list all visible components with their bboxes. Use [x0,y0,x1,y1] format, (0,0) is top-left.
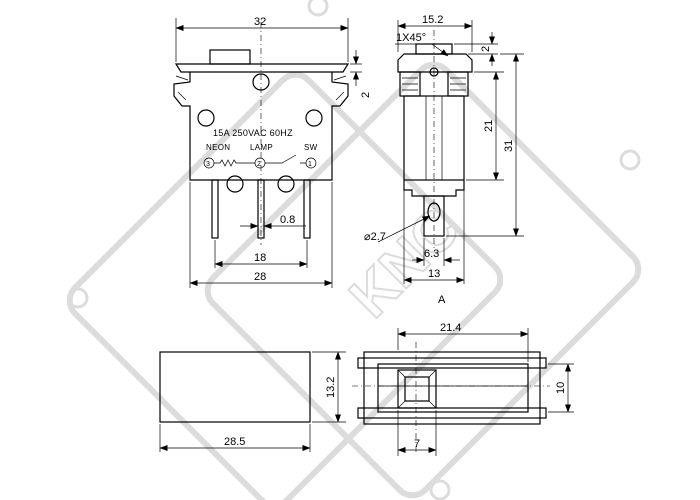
rating-label: 15A 250VAC 60HZ [213,128,293,138]
dim-right-height: 10 [555,382,567,394]
dim-front-width-top: 32 [254,16,266,28]
dim-left-length: 28.5 [224,436,245,448]
dim-front-height-offset: 2 [360,92,372,98]
terminal-lamp-label: LAMP [250,143,273,152]
terminal-lamp-number: 2 [257,161,261,168]
watermark: KNC [66,0,642,500]
bottom-right-view: 21.4 10 7 [352,322,574,456]
dim-side-width: 15.2 [422,14,443,26]
dim-side-height-total: 31 [503,140,515,152]
side-view: 15.2 1X45° 2 21 31 ⌀2.7 6.3 13 [364,14,524,306]
terminal-neon-number: 3 [206,161,210,168]
dim-chamfer: 1X45° [396,32,426,44]
dim-side-width-bottom: 13 [428,268,440,280]
dim-left-height: 13.2 [325,377,337,398]
dim-front-width-bottom: 28 [254,271,266,283]
dim-pin-width: 0.8 [280,214,295,226]
dim-hole-diameter: ⌀2.7 [364,231,386,243]
terminal-neon-label: NEON [206,143,230,152]
dim-side-top-offset: 2 [480,46,492,52]
dim-side-height-body: 21 [483,120,495,132]
terminal-sw-label: SW [304,143,318,152]
bottom-left-view: 13.2 28.5 [159,351,346,452]
terminal-sw-number: 1 [308,161,312,168]
dim-right-length: 21.4 [440,322,461,334]
watermark-text: KNC [337,195,472,330]
front-view: 15A 250VAC 60HZ NEON LAMP SW 3 2 1 32 2 … [173,16,372,288]
view-label-a: A [438,294,446,306]
dim-pin-offset: 6.3 [424,248,439,260]
dim-pin-span: 18 [254,252,266,264]
dim-right-inner-width: 7 [414,438,420,450]
